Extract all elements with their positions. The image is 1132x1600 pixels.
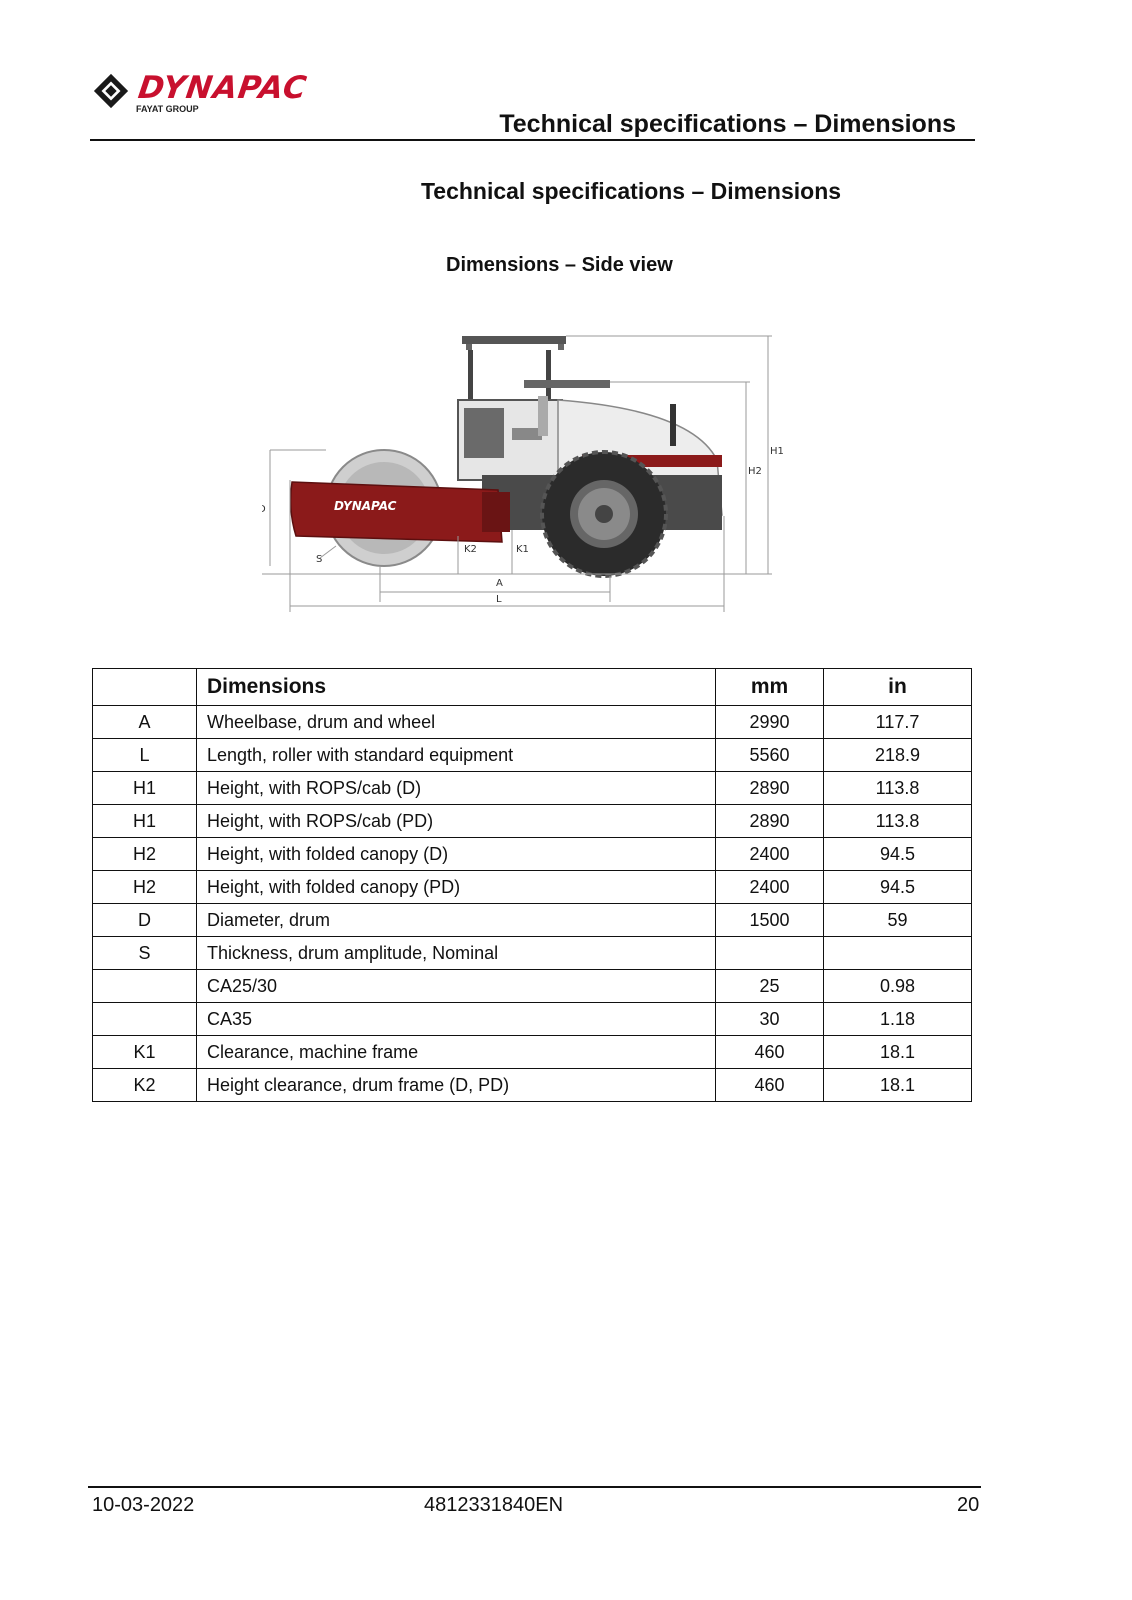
table-header-row: Dimensions mm in [92, 668, 972, 706]
table-row: CA25/30 25 0.98 [92, 969, 972, 1003]
footer-date: 10-03-2022 [92, 1494, 195, 1516]
row-in: 94.5 [823, 837, 972, 871]
row-key: S [92, 936, 197, 970]
footer-divider [88, 1486, 981, 1488]
row-desc: Diameter, drum [196, 903, 716, 937]
header-title: Technical specifications – Dimensions [499, 110, 956, 138]
row-desc: Height, with ROPS/cab (PD) [196, 804, 716, 838]
row-desc: Thickness, drum amplitude, Nominal [196, 936, 716, 970]
table-row: K1 Clearance, machine frame 460 18.1 [92, 1035, 972, 1069]
row-mm: 2890 [715, 804, 824, 838]
row-in: 117.7 [823, 705, 972, 739]
row-in [823, 936, 972, 970]
row-mm: 1500 [715, 903, 824, 937]
dim-label-a: A [496, 578, 503, 589]
header-divider [90, 139, 975, 141]
table-row: S Thickness, drum amplitude, Nominal [92, 936, 972, 970]
row-in: 94.5 [823, 870, 972, 904]
table-row: CA35 30 1.18 [92, 1002, 972, 1036]
roller-side-view-diagram: DYNAPAC H1 H2 D S K2 K1 A L [262, 335, 784, 612]
dim-label-k2: K2 [464, 544, 477, 555]
dim-label-h1: H1 [770, 446, 784, 457]
dim-label-h2: H2 [748, 466, 762, 477]
footer-doc-number: 4812331840EN [424, 1494, 564, 1516]
dynapac-diamond-icon [93, 73, 129, 109]
row-in: 18.1 [823, 1068, 972, 1102]
row-mm: 2990 [715, 705, 824, 739]
header-in: in [823, 668, 972, 706]
row-mm: 460 [715, 1035, 824, 1069]
brand-logo: DYNAPAC FAYAT GROUP [92, 68, 392, 118]
row-mm: 5560 [715, 738, 824, 772]
row-in: 1.18 [823, 1002, 972, 1036]
row-in: 113.8 [823, 771, 972, 805]
row-mm [715, 936, 824, 970]
dim-label-k1: K1 [516, 544, 529, 555]
section-title: Dimensions – Side view [446, 254, 673, 276]
table-row: H2 Height, with folded canopy (PD) 2400 … [92, 870, 972, 904]
header-key [92, 668, 197, 706]
page-title: Technical specifications – Dimensions [420, 178, 842, 204]
row-key: H2 [92, 870, 197, 904]
table-row: H1 Height, with ROPS/cab (PD) 2890 113.8 [92, 804, 972, 838]
svg-text:DYNAPAC: DYNAPAC [334, 499, 397, 513]
row-key [92, 969, 197, 1003]
row-key: A [92, 705, 197, 739]
row-desc: Height, with ROPS/cab (D) [196, 771, 716, 805]
row-desc: CA35 [196, 1002, 716, 1036]
row-in: 18.1 [823, 1035, 972, 1069]
row-mm: 2890 [715, 771, 824, 805]
table-row: A Wheelbase, drum and wheel 2990 117.7 [92, 705, 972, 739]
row-key: K2 [92, 1068, 197, 1102]
row-desc: Length, roller with standard equipment [196, 738, 716, 772]
table-row: K2 Height clearance, drum frame (D, PD) … [92, 1068, 972, 1102]
row-key [92, 1002, 197, 1036]
row-key: H1 [92, 771, 197, 805]
row-desc: CA25/30 [196, 969, 716, 1003]
row-desc: Clearance, machine frame [196, 1035, 716, 1069]
brand-group: FAYAT GROUP [136, 104, 199, 114]
row-mm: 30 [715, 1002, 824, 1036]
row-desc: Wheelbase, drum and wheel [196, 705, 716, 739]
row-mm: 2400 [715, 837, 824, 871]
dim-label-s: S [316, 554, 322, 565]
table-row: H1 Height, with ROPS/cab (D) 2890 113.8 [92, 771, 972, 805]
row-key: L [92, 738, 197, 772]
row-mm: 25 [715, 969, 824, 1003]
row-key: K1 [92, 1035, 197, 1069]
row-in: 218.9 [823, 738, 972, 772]
row-mm: 2400 [715, 870, 824, 904]
row-desc: Height, with folded canopy (D) [196, 837, 716, 871]
header-dimensions: Dimensions [196, 668, 716, 706]
dim-label-d: D [262, 504, 266, 515]
row-key: D [92, 903, 197, 937]
row-key: H1 [92, 804, 197, 838]
dimensions-table: Dimensions mm in A Wheelbase, drum and w… [92, 668, 972, 1102]
row-in: 113.8 [823, 804, 972, 838]
header-mm: mm [715, 668, 824, 706]
dim-label-l: L [496, 594, 502, 605]
row-mm: 460 [715, 1068, 824, 1102]
row-desc: Height, with folded canopy (PD) [196, 870, 716, 904]
footer-page-number: 20 [957, 1494, 980, 1516]
row-in: 0.98 [823, 969, 972, 1003]
table-row: L Length, roller with standard equipment… [92, 738, 972, 772]
table-row: H2 Height, with folded canopy (D) 2400 9… [92, 837, 972, 871]
table-row: D Diameter, drum 1500 59 [92, 903, 972, 937]
row-in: 59 [823, 903, 972, 937]
row-key: H2 [92, 837, 197, 871]
machine-logo: DYNAPAC [334, 499, 397, 513]
brand-name: DYNAPAC [136, 70, 310, 106]
row-desc: Height clearance, drum frame (D, PD) [196, 1068, 716, 1102]
